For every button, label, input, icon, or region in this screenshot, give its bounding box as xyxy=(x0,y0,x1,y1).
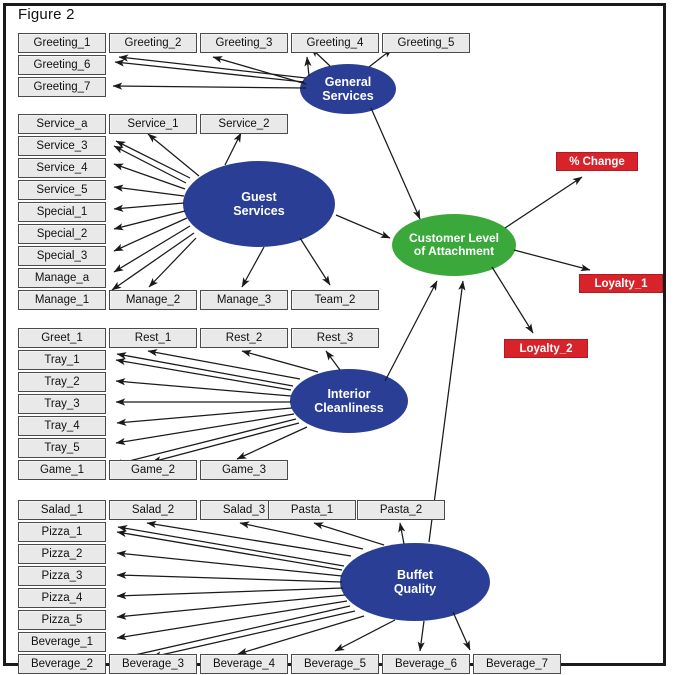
figure-caption: Figure 2 xyxy=(18,6,75,23)
indicator-box-service-2[interactable]: Service_2 xyxy=(200,114,288,134)
indicator-box-manage-2[interactable]: Manage_2 xyxy=(109,290,197,310)
indicator-box-service-a[interactable]: Service_a xyxy=(18,114,106,134)
indicator-box-tray-5[interactable]: Tray_5 xyxy=(18,438,106,458)
indicator-box-salad-1[interactable]: Salad_1 xyxy=(18,500,106,520)
indicator-box-beverage-3[interactable]: Beverage_3 xyxy=(109,654,197,674)
indicator-box-beverage-6[interactable]: Beverage_6 xyxy=(382,654,470,674)
indicator-box-pizza-2[interactable]: Pizza_2 xyxy=(18,544,106,564)
indicator-box-greeting-6[interactable]: Greeting_6 xyxy=(18,55,106,75)
indicator-box-greet-1[interactable]: Greet_1 xyxy=(18,328,106,348)
indicator-box-game-3[interactable]: Game_3 xyxy=(200,460,288,480)
indicator-box-tray-3[interactable]: Tray_3 xyxy=(18,394,106,414)
indicator-box-rest-3[interactable]: Rest_3 xyxy=(291,328,379,348)
indicator-box-beverage-4[interactable]: Beverage_4 xyxy=(200,654,288,674)
indicator-box-greeting-7[interactable]: Greeting_7 xyxy=(18,77,106,97)
indicator-box-service-1[interactable]: Service_1 xyxy=(109,114,197,134)
indicator-box-tray-1[interactable]: Tray_1 xyxy=(18,350,106,370)
outcome-box-loyalty-2-box[interactable]: Loyalty_2 xyxy=(504,339,588,358)
outcome-box-loyalty-1-box[interactable]: Loyalty_1 xyxy=(579,274,663,293)
indicator-box-service-5[interactable]: Service_5 xyxy=(18,180,106,200)
indicator-box-game-1[interactable]: Game_1 xyxy=(18,460,106,480)
indicator-box-service-4[interactable]: Service_4 xyxy=(18,158,106,178)
indicator-box-pizza-5[interactable]: Pizza_5 xyxy=(18,610,106,630)
indicator-box-pasta-1[interactable]: Pasta_1 xyxy=(268,500,356,520)
indicator-box-service-3[interactable]: Service_3 xyxy=(18,136,106,156)
indicator-box-pizza-3[interactable]: Pizza_3 xyxy=(18,566,106,586)
indicator-box-pizza-4[interactable]: Pizza_4 xyxy=(18,588,106,608)
indicator-box-manage-a[interactable]: Manage_a xyxy=(18,268,106,288)
indicator-box-tray-2[interactable]: Tray_2 xyxy=(18,372,106,392)
indicator-box-salad-2[interactable]: Salad_2 xyxy=(109,500,197,520)
indicator-box-manage-3[interactable]: Manage_3 xyxy=(200,290,288,310)
indicator-box-rest-2[interactable]: Rest_2 xyxy=(200,328,288,348)
indicator-box-beverage-2[interactable]: Beverage_2 xyxy=(18,654,106,674)
indicator-box-beverage-7[interactable]: Beverage_7 xyxy=(473,654,561,674)
indicator-box-greeting-3[interactable]: Greeting_3 xyxy=(200,33,288,53)
indicator-box-special-3[interactable]: Special_3 xyxy=(18,246,106,266)
indicator-box-greeting-1[interactable]: Greeting_1 xyxy=(18,33,106,53)
indicator-box-greeting-4[interactable]: Greeting_4 xyxy=(291,33,379,53)
indicator-box-greeting-2[interactable]: Greeting_2 xyxy=(109,33,197,53)
indicator-box-greeting-5[interactable]: Greeting_5 xyxy=(382,33,470,53)
indicator-box-pasta-2[interactable]: Pasta_2 xyxy=(357,500,445,520)
indicator-box-game-2[interactable]: Game_2 xyxy=(109,460,197,480)
indicator-box-manage-1[interactable]: Manage_1 xyxy=(18,290,106,310)
indicator-box-pizza-1[interactable]: Pizza_1 xyxy=(18,522,106,542)
indicator-box-special-2[interactable]: Special_2 xyxy=(18,224,106,244)
outcome-box-pct-change-box[interactable]: % Change xyxy=(556,152,638,171)
indicator-box-beverage-5[interactable]: Beverage_5 xyxy=(291,654,379,674)
indicator-box-tray-4[interactable]: Tray_4 xyxy=(18,416,106,436)
indicator-box-beverage-1[interactable]: Beverage_1 xyxy=(18,632,106,652)
indicator-box-salad-3[interactable]: Salad_3 xyxy=(200,500,288,520)
indicator-box-special-1[interactable]: Special_1 xyxy=(18,202,106,222)
indicator-box-rest-1[interactable]: Rest_1 xyxy=(109,328,197,348)
indicator-box-team-2[interactable]: Team_2 xyxy=(291,290,379,310)
